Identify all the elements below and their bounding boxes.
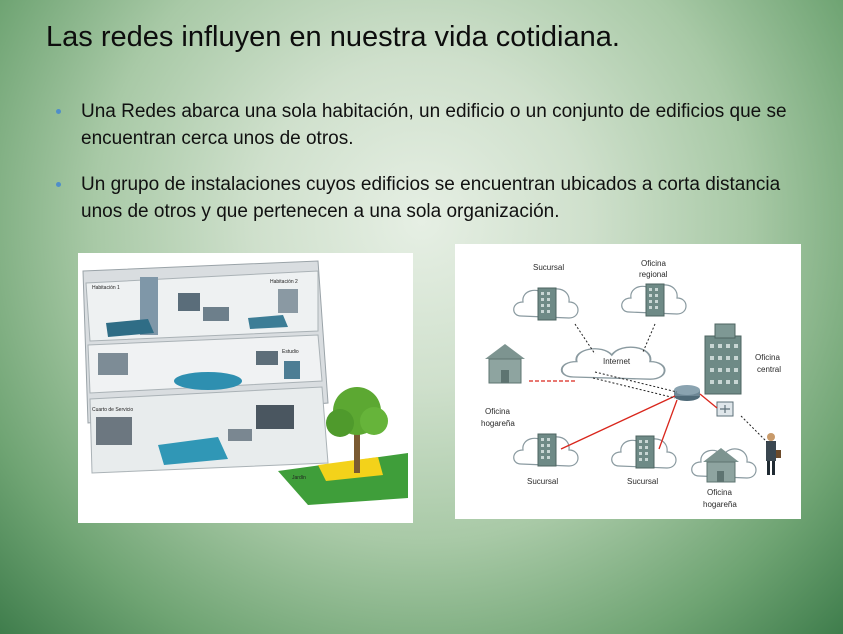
label-garden: Jardín — [292, 475, 306, 481]
oficina-central-building-icon — [704, 323, 742, 395]
label-room1: Habitación 1 — [92, 285, 120, 291]
sucursal-top-building-icon — [537, 287, 557, 321]
bullet-text: Una Redes abarca una sola habitación, un… — [81, 101, 787, 149]
bullet-item: Una Redes abarca una sola habitación, un… — [52, 98, 802, 152]
server-rack-icon — [96, 417, 132, 445]
oficina-regional-building-icon — [645, 283, 665, 317]
vpn-links — [574, 323, 768, 443]
bullet-list: Una Redes abarca una sola habitación, un… — [52, 98, 802, 225]
label-sucursal-bottom-mid: Sucursal — [627, 477, 658, 486]
wan-links — [529, 380, 718, 450]
label-service: Cuarto de Servicio — [92, 407, 133, 413]
label-oficina-hogar-left-2: hogareña — [481, 419, 515, 428]
network-diagram: Sucursal Oficina regional Internet Ofici… — [455, 244, 801, 519]
sofa-icon — [158, 437, 228, 465]
label-sucursal-top: Sucursal — [533, 263, 564, 272]
tree-trunk — [354, 423, 360, 473]
bed-icon — [106, 319, 154, 337]
label-oficina-hogar-right-2: hogareña — [703, 500, 737, 509]
slide-title: Las redes influyen en nuestra vida cotid… — [46, 21, 620, 53]
sucursal-bottom-mid-building-icon — [635, 435, 655, 469]
label-internet: Internet — [603, 357, 631, 366]
switch-icon — [716, 401, 734, 417]
bullet-icon — [56, 182, 61, 187]
label-oficina-central-2: central — [757, 365, 781, 374]
label-oficina-hogar-left-1: Oficina — [485, 407, 510, 416]
network-svg: Sucursal Oficina regional Internet Ofici… — [481, 259, 781, 509]
bullet-item: Un grupo de instalaciones cuyos edificio… — [52, 171, 802, 225]
home-office-right-icon — [703, 448, 739, 483]
label-oficina-central-1: Oficina — [755, 353, 780, 362]
label-studio: Estudio — [282, 349, 299, 355]
label-oficina-regional-1: Oficina — [641, 259, 666, 268]
home-office-left-icon — [485, 344, 525, 384]
monitor-icon — [178, 293, 200, 311]
building-illustration: Habitación 1 Habitación 2 Estudio Cuarto… — [78, 253, 413, 523]
bullet-icon — [56, 109, 61, 114]
building-svg: Habitación 1 Habitación 2 Estudio Cuarto… — [82, 260, 408, 505]
label-oficina-hogar-right-1: Oficina — [707, 488, 732, 497]
label-sucursal-bottom-left: Sucursal — [527, 477, 558, 486]
tv-icon — [256, 405, 294, 429]
label-oficina-regional-2: regional — [639, 270, 668, 279]
rug-icon — [174, 372, 242, 390]
router-icon — [674, 385, 700, 401]
person-icon — [766, 433, 781, 475]
bullet-text: Un grupo de instalaciones cuyos edificio… — [81, 174, 781, 222]
label-room2: Habitación 2 — [270, 279, 298, 285]
sucursal-bottom-left-building-icon — [537, 433, 557, 467]
